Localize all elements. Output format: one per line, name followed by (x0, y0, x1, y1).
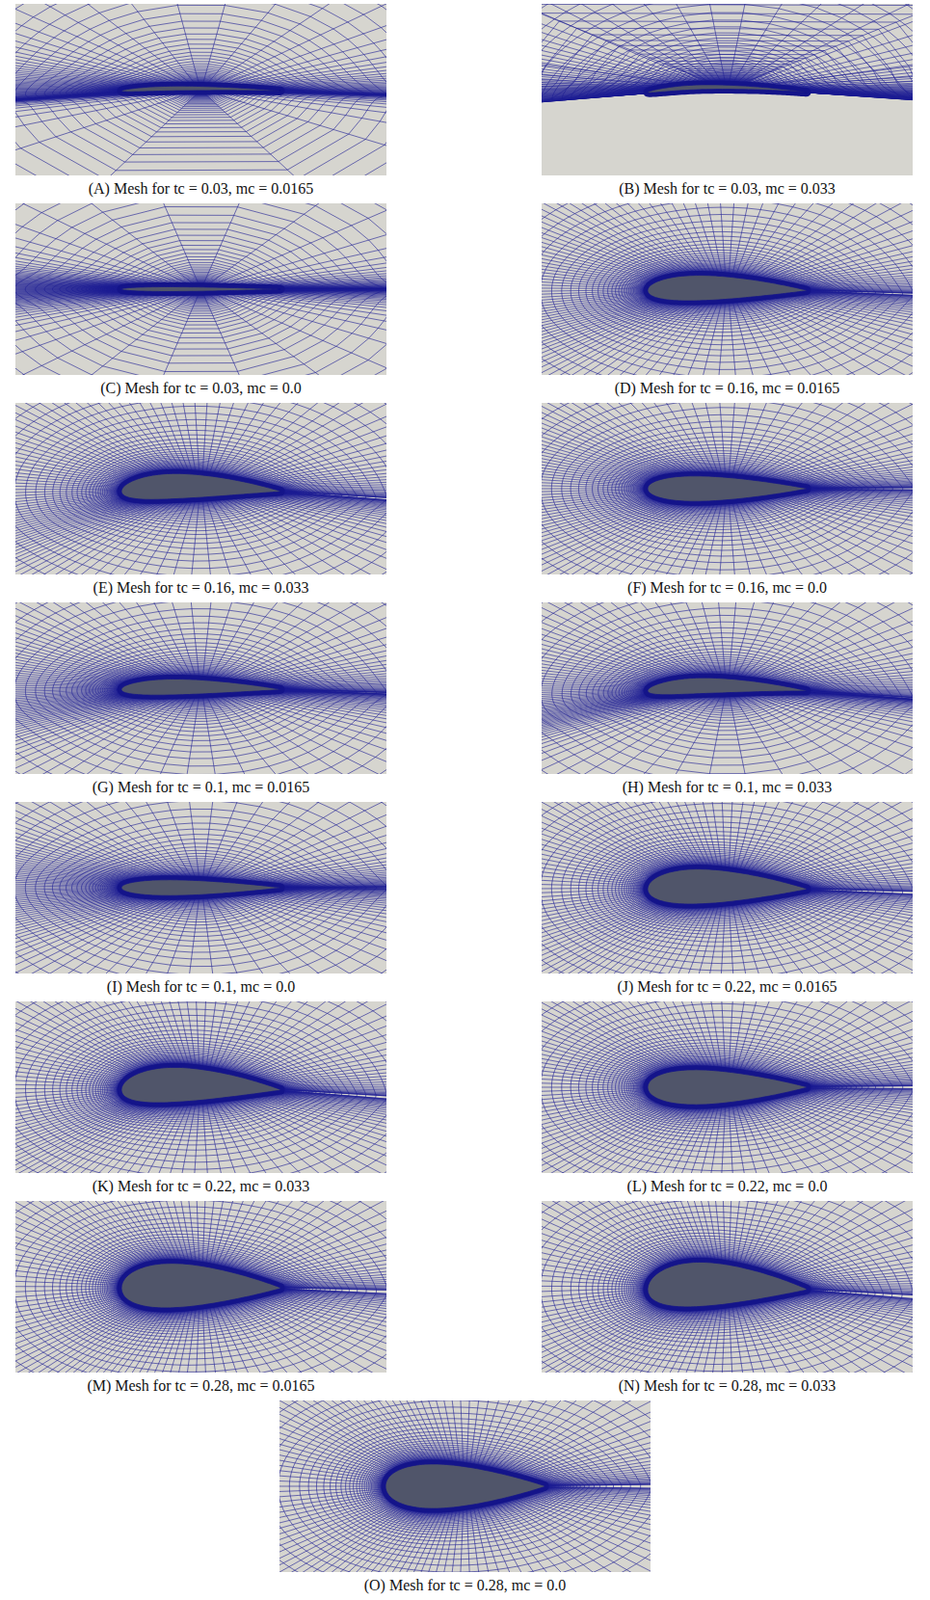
figure-caption: (B) Mesh for tc = 0.03, mc = 0.033 (541, 179, 913, 199)
mesh-image (541, 203, 913, 375)
figure-caption: (K) Mesh for tc = 0.22, mc = 0.033 (15, 1176, 387, 1196)
mesh-image (279, 1400, 651, 1572)
figure-caption: (C) Mesh for tc = 0.03, mc = 0.0 (15, 378, 387, 399)
figure-caption: (A) Mesh for tc = 0.03, mc = 0.0165 (15, 179, 387, 199)
mesh-image (541, 801, 913, 974)
mesh-image (15, 402, 387, 575)
mesh-image (541, 1001, 913, 1173)
figure-caption: (L) Mesh for tc = 0.22, mc = 0.0 (541, 1176, 913, 1196)
mesh-image (541, 402, 913, 575)
figure-caption: (M) Mesh for tc = 0.28, mc = 0.0165 (15, 1376, 387, 1396)
mesh-image (15, 602, 387, 774)
mesh-image (15, 1200, 387, 1373)
mesh-image (15, 1001, 387, 1173)
figure-caption: (I) Mesh for tc = 0.1, mc = 0.0 (15, 977, 387, 997)
mesh-image (15, 203, 387, 375)
mesh-image (15, 3, 387, 176)
figure-caption: (N) Mesh for tc = 0.28, mc = 0.033 (541, 1376, 913, 1396)
figure-caption: (D) Mesh for tc = 0.16, mc = 0.0165 (541, 378, 913, 399)
mesh-image (541, 1200, 913, 1373)
figure-caption: (O) Mesh for tc = 0.28, mc = 0.0 (279, 1575, 651, 1595)
figure-caption: (J) Mesh for tc = 0.22, mc = 0.0165 (541, 977, 913, 997)
figure-caption: (G) Mesh for tc = 0.1, mc = 0.0165 (15, 777, 387, 798)
mesh-image (541, 602, 913, 774)
figure-caption: (F) Mesh for tc = 0.16, mc = 0.0 (541, 578, 913, 598)
figure-caption: (H) Mesh for tc = 0.1, mc = 0.033 (541, 777, 913, 798)
mesh-image (541, 3, 913, 176)
mesh-image (15, 801, 387, 974)
figure-caption: (E) Mesh for tc = 0.16, mc = 0.033 (15, 578, 387, 598)
